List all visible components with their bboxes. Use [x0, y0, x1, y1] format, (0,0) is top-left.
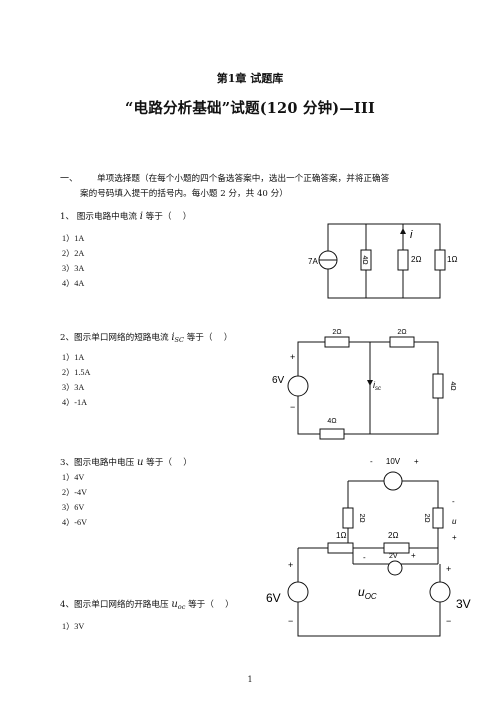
- question-2-variable-sub: SC: [174, 336, 184, 344]
- circuit-4-uoc-var: u: [358, 585, 365, 599]
- circuit-1-resistor-1: 4Ω: [361, 255, 368, 264]
- circuit-4-mid-minus: -: [363, 553, 366, 562]
- circuit-1-resistor-2: 2Ω: [411, 255, 421, 264]
- question-3-option-1: 1）4V: [62, 473, 85, 482]
- circuit-1-source-label: 7A: [308, 257, 318, 266]
- question-3-variable: u: [136, 457, 144, 468]
- question-2-option-2: 2）1.5A: [62, 368, 91, 377]
- circuit-2-current-label: isc: [373, 380, 381, 392]
- question-1-option-1: 1）1A: [62, 234, 85, 243]
- question-1-option-4: 4）4A: [62, 279, 85, 288]
- question-2-stem: 2、图示单口网络的短路电流 iSC 等于（ ）: [60, 331, 232, 344]
- short-current-arrow-icon: [367, 380, 373, 386]
- question-1-suffix: 等于（ ）: [145, 212, 192, 222]
- question-3-option-4: 4）-6V: [62, 518, 88, 527]
- question-2-prefix: 2、图示单口网络的短路电流: [60, 333, 169, 343]
- question-3-stem: 3、图示电路中电压 u 等于（ ）: [60, 456, 192, 468]
- circuit-2-resistor-bottom: 4Ω: [327, 418, 336, 425]
- exam-title: “电路分析基础”试题(120 分钟)—III: [125, 100, 375, 117]
- question-4-variable-sub: oc: [177, 603, 186, 611]
- circuit-4-mid-plus: +: [411, 551, 416, 560]
- section-description-line2: 案的号码填入提干的括号内。每小题 2 分，共 40 分）: [80, 189, 288, 199]
- current-arrow-icon: [400, 228, 406, 234]
- circuit-3-top-plus: +: [414, 457, 419, 466]
- question-1-variable: i: [139, 211, 143, 222]
- circuit-2-minus-sign: −: [290, 402, 295, 412]
- circuit-2-plus-sign: +: [290, 352, 295, 362]
- question-3-option-3: 3）6V: [62, 503, 85, 512]
- circuit-3-u-label: u: [452, 517, 457, 526]
- circuit-2-current-var: i: [373, 380, 376, 390]
- circuit-4-resistor-1: 1Ω: [336, 531, 346, 540]
- question-1-stem: 1、 图示电路中电流 i 等于（ ）: [60, 210, 191, 222]
- circuit-4-left-minus: −: [288, 616, 293, 626]
- circuit-2-current-sub: sc: [375, 386, 381, 392]
- circuit-1-diagram: 7A 4Ω 2Ω 1Ω i: [308, 223, 457, 299]
- circuit-3-top-minus: -: [370, 457, 373, 466]
- circuit-4-right-source: 3V: [456, 597, 471, 611]
- section-description-line1: 单项选择题（在每个小题的四个备选答案中，选出一个正确答案，并将正确答: [97, 174, 390, 184]
- circuit-2-resistor-top-right: 2Ω: [397, 329, 406, 336]
- circuit-2-resistor-right: 4Ω: [449, 381, 456, 390]
- circuit-1-resistor-3: 1Ω: [447, 255, 457, 264]
- question-1-option-2: 2）2A: [62, 249, 85, 258]
- question-3-prefix: 3、图示电路中电压: [60, 458, 135, 468]
- circuit-3-resistor-left: 2Ω: [358, 513, 365, 522]
- question-4-option-1: 1）3V: [62, 622, 85, 631]
- circuit-3-4-diagram: - 10V + 2Ω 2Ω - u + 1Ω 2Ω - 2V + + − 6V …: [266, 457, 471, 637]
- question-3-suffix: 等于（ ）: [146, 458, 192, 468]
- circuit-2-source-label: 6V: [272, 375, 285, 386]
- circuit-4-right-plus: +: [446, 564, 451, 574]
- question-2-option-1: 1）1A: [62, 353, 85, 362]
- question-1-option-3: 3）3A: [62, 264, 85, 273]
- circuit-2-diagram: 2Ω 2Ω 4Ω 4Ω 6V + − isc: [272, 329, 456, 440]
- question-2-option-4: 4）-1A: [62, 398, 88, 407]
- circuit-3-top-source: 10V: [386, 457, 401, 466]
- circuit-4-uoc-sub: OC: [365, 592, 377, 601]
- circuit-4-mid-source: 2V: [389, 553, 398, 560]
- question-2-suffix: 等于（ ）: [186, 333, 233, 343]
- question-1-prefix: 1、 图示电路中电流: [60, 212, 137, 222]
- circuit-3-u-plus: +: [452, 533, 457, 542]
- section-number: 一、: [60, 174, 79, 184]
- question-4-prefix: 4、图示单口网络的开路电压: [60, 600, 169, 610]
- circuit-4-right-minus: −: [446, 616, 451, 626]
- page-number: 1: [247, 675, 253, 684]
- circuit-4-left-plus: +: [288, 560, 293, 570]
- question-4-stem: 4、图示单口网络的开路电压 uoc 等于（ ）: [60, 598, 234, 611]
- circuit-4-left-source: 6V: [266, 591, 281, 605]
- question-3-option-2: 2）-4V: [62, 488, 88, 497]
- circuit-4-resistor-2: 2Ω: [388, 531, 398, 540]
- circuit-3-u-minus: -: [452, 497, 455, 506]
- circuit-2-resistor-top-left: 2Ω: [332, 329, 341, 336]
- question-2-variable: i: [171, 332, 175, 343]
- question-4-suffix: 等于（ ）: [188, 600, 234, 610]
- circuit-3-resistor-right: 2Ω: [423, 513, 430, 522]
- question-4-variable: u: [171, 599, 178, 610]
- circuit-4-uoc-label: uOC: [358, 585, 377, 601]
- circuit-1-current-label: i: [410, 229, 413, 241]
- chapter-heading: 第1章 试题库: [216, 72, 284, 85]
- question-2-option-3: 3）3A: [62, 383, 85, 392]
